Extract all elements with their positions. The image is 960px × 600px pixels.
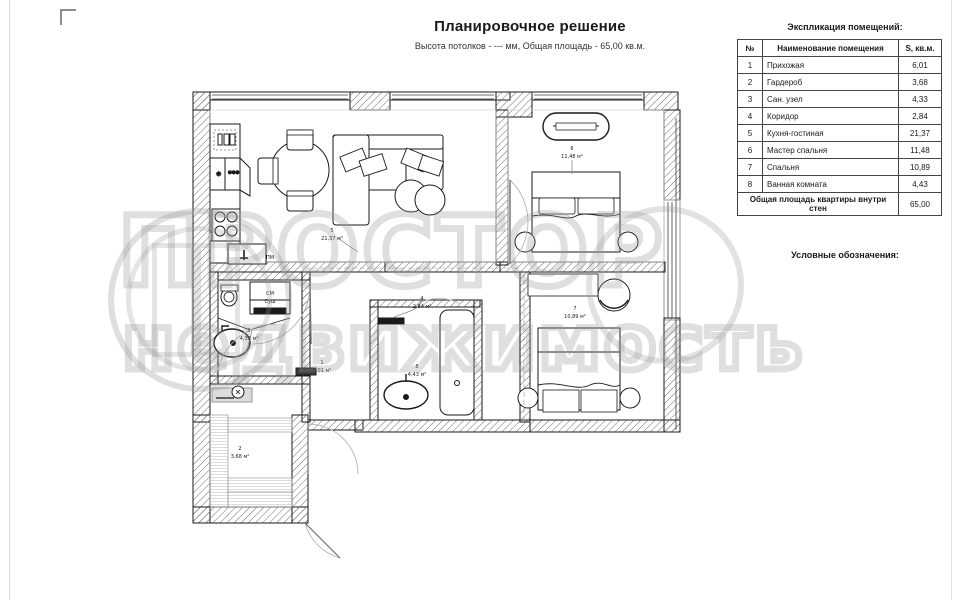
label-dryer: Суш xyxy=(264,299,275,305)
room-label-5: 5 21,37 м² xyxy=(321,228,343,242)
sofa xyxy=(332,134,445,226)
page-edge-rule-left xyxy=(9,0,10,600)
cell-area: 4,33 xyxy=(898,90,942,108)
plan-leader-lines xyxy=(245,159,573,353)
room-label-3: 3 4,33 м² xyxy=(240,328,259,342)
svg-text:2: 2 xyxy=(238,446,241,452)
cell-area: 2,84 xyxy=(898,107,942,125)
cell-area: 21,37 xyxy=(898,124,942,142)
explication-title: Экспликация помещений: xyxy=(787,22,903,32)
svg-text:8: 8 xyxy=(415,364,418,370)
col-name: Наименование помещения xyxy=(762,39,899,57)
plan-appliance-labels: ПМ СМ Суш xyxy=(264,255,275,305)
cell-name: Ванная комната xyxy=(762,175,899,193)
cell-name: Мастер спальня xyxy=(762,141,899,159)
plan-room-labels: 5 21,37 м² 6 11,48 м² 7 10,89 м² 4 2,84 … xyxy=(231,146,586,460)
bedroom-7-furniture xyxy=(517,273,641,413)
plan-doors xyxy=(215,179,529,559)
svg-text:6: 6 xyxy=(570,146,573,152)
cell-name: Прихожая xyxy=(762,56,899,74)
hall-fixtures xyxy=(211,367,317,403)
svg-text:6,01 м²: 6,01 м² xyxy=(313,368,332,374)
kitchen-units: ✳ ✳✳✳ xyxy=(209,123,267,265)
svg-text:7: 7 xyxy=(573,306,576,312)
room-label-8: 8 4,43 м² xyxy=(408,364,427,378)
room-label-6: 6 11,48 м² xyxy=(561,146,583,160)
cell-number: 6 xyxy=(737,141,763,159)
cell-name: Коридор xyxy=(762,107,899,125)
room-label-7: 7 10,89 м² xyxy=(564,306,586,320)
cell-number: 1 xyxy=(737,56,763,74)
cell-area: 4,43 xyxy=(898,175,942,193)
page-subtitle: Высота потолков - --- мм, Общая площадь … xyxy=(414,41,646,51)
svg-text:1: 1 xyxy=(320,360,323,366)
master-bedroom-furniture xyxy=(514,112,639,253)
cell-name: Сан. узел xyxy=(762,90,899,108)
total-area: 65,00 xyxy=(898,192,942,216)
room-label-1: 1 6,01 м² xyxy=(313,360,332,374)
total-label: Общая площадь квартиры внутри стен xyxy=(737,192,899,216)
cell-area: 11,48 xyxy=(898,141,942,159)
room-label-2: 2 3,68 м² xyxy=(231,446,250,460)
svg-text:4,43 м²: 4,43 м² xyxy=(408,372,427,378)
plan-dimension-lines xyxy=(312,267,525,420)
cell-area: 6,01 xyxy=(898,56,942,74)
wardrobe-shelving xyxy=(209,414,293,508)
cell-name: Спальня xyxy=(762,158,899,176)
cell-number: 2 xyxy=(737,73,763,91)
svg-text:5: 5 xyxy=(330,228,333,234)
cell-number: 4 xyxy=(737,107,763,125)
cell-number: 3 xyxy=(737,90,763,108)
label-dishwasher: ПМ xyxy=(266,255,274,261)
cell-number: 7 xyxy=(737,158,763,176)
dining-set xyxy=(257,129,330,212)
svg-text:2,84 м²: 2,84 м² xyxy=(413,304,432,310)
coffee-tables xyxy=(394,179,446,216)
sanitary-unit-fixtures xyxy=(213,281,291,358)
room-label-4: 4 2,84 м² xyxy=(413,296,432,310)
cell-number: 5 xyxy=(737,124,763,142)
col-area: S, кв.м. xyxy=(898,39,942,57)
table-header-row: № Наименование помещения S, кв.м. xyxy=(737,39,942,57)
label-washer: СМ xyxy=(266,291,274,297)
svg-text:11,48 м²: 11,48 м² xyxy=(561,154,583,160)
svg-text:3,68 м²: 3,68 м² xyxy=(231,454,250,460)
svg-text:10,89 м²: 10,89 м² xyxy=(564,314,586,320)
svg-text:3: 3 xyxy=(247,328,250,334)
cell-name: Гардероб xyxy=(762,73,899,91)
svg-text:4: 4 xyxy=(420,296,423,302)
legend-title: Условные обозначения: xyxy=(791,250,899,260)
svg-text:21,37 м²: 21,37 м² xyxy=(321,236,343,242)
page-title: Планировочное решение xyxy=(434,18,626,35)
svg-text:✳✳✳: ✳✳✳ xyxy=(228,170,240,176)
svg-text:4,33 м²: 4,33 м² xyxy=(240,336,259,342)
page-edge-rule-right xyxy=(951,0,952,600)
cell-area: 3,68 xyxy=(898,73,942,91)
cell-number: 8 xyxy=(737,175,763,193)
svg-text:✳: ✳ xyxy=(216,171,221,178)
bathroom-fixtures xyxy=(377,309,475,416)
plan-windows xyxy=(212,94,677,430)
page-corner-mark xyxy=(60,9,76,25)
cell-area: 10,89 xyxy=(898,158,942,176)
col-number: № xyxy=(737,39,763,57)
cell-name: Кухня-гостиная xyxy=(762,124,899,142)
